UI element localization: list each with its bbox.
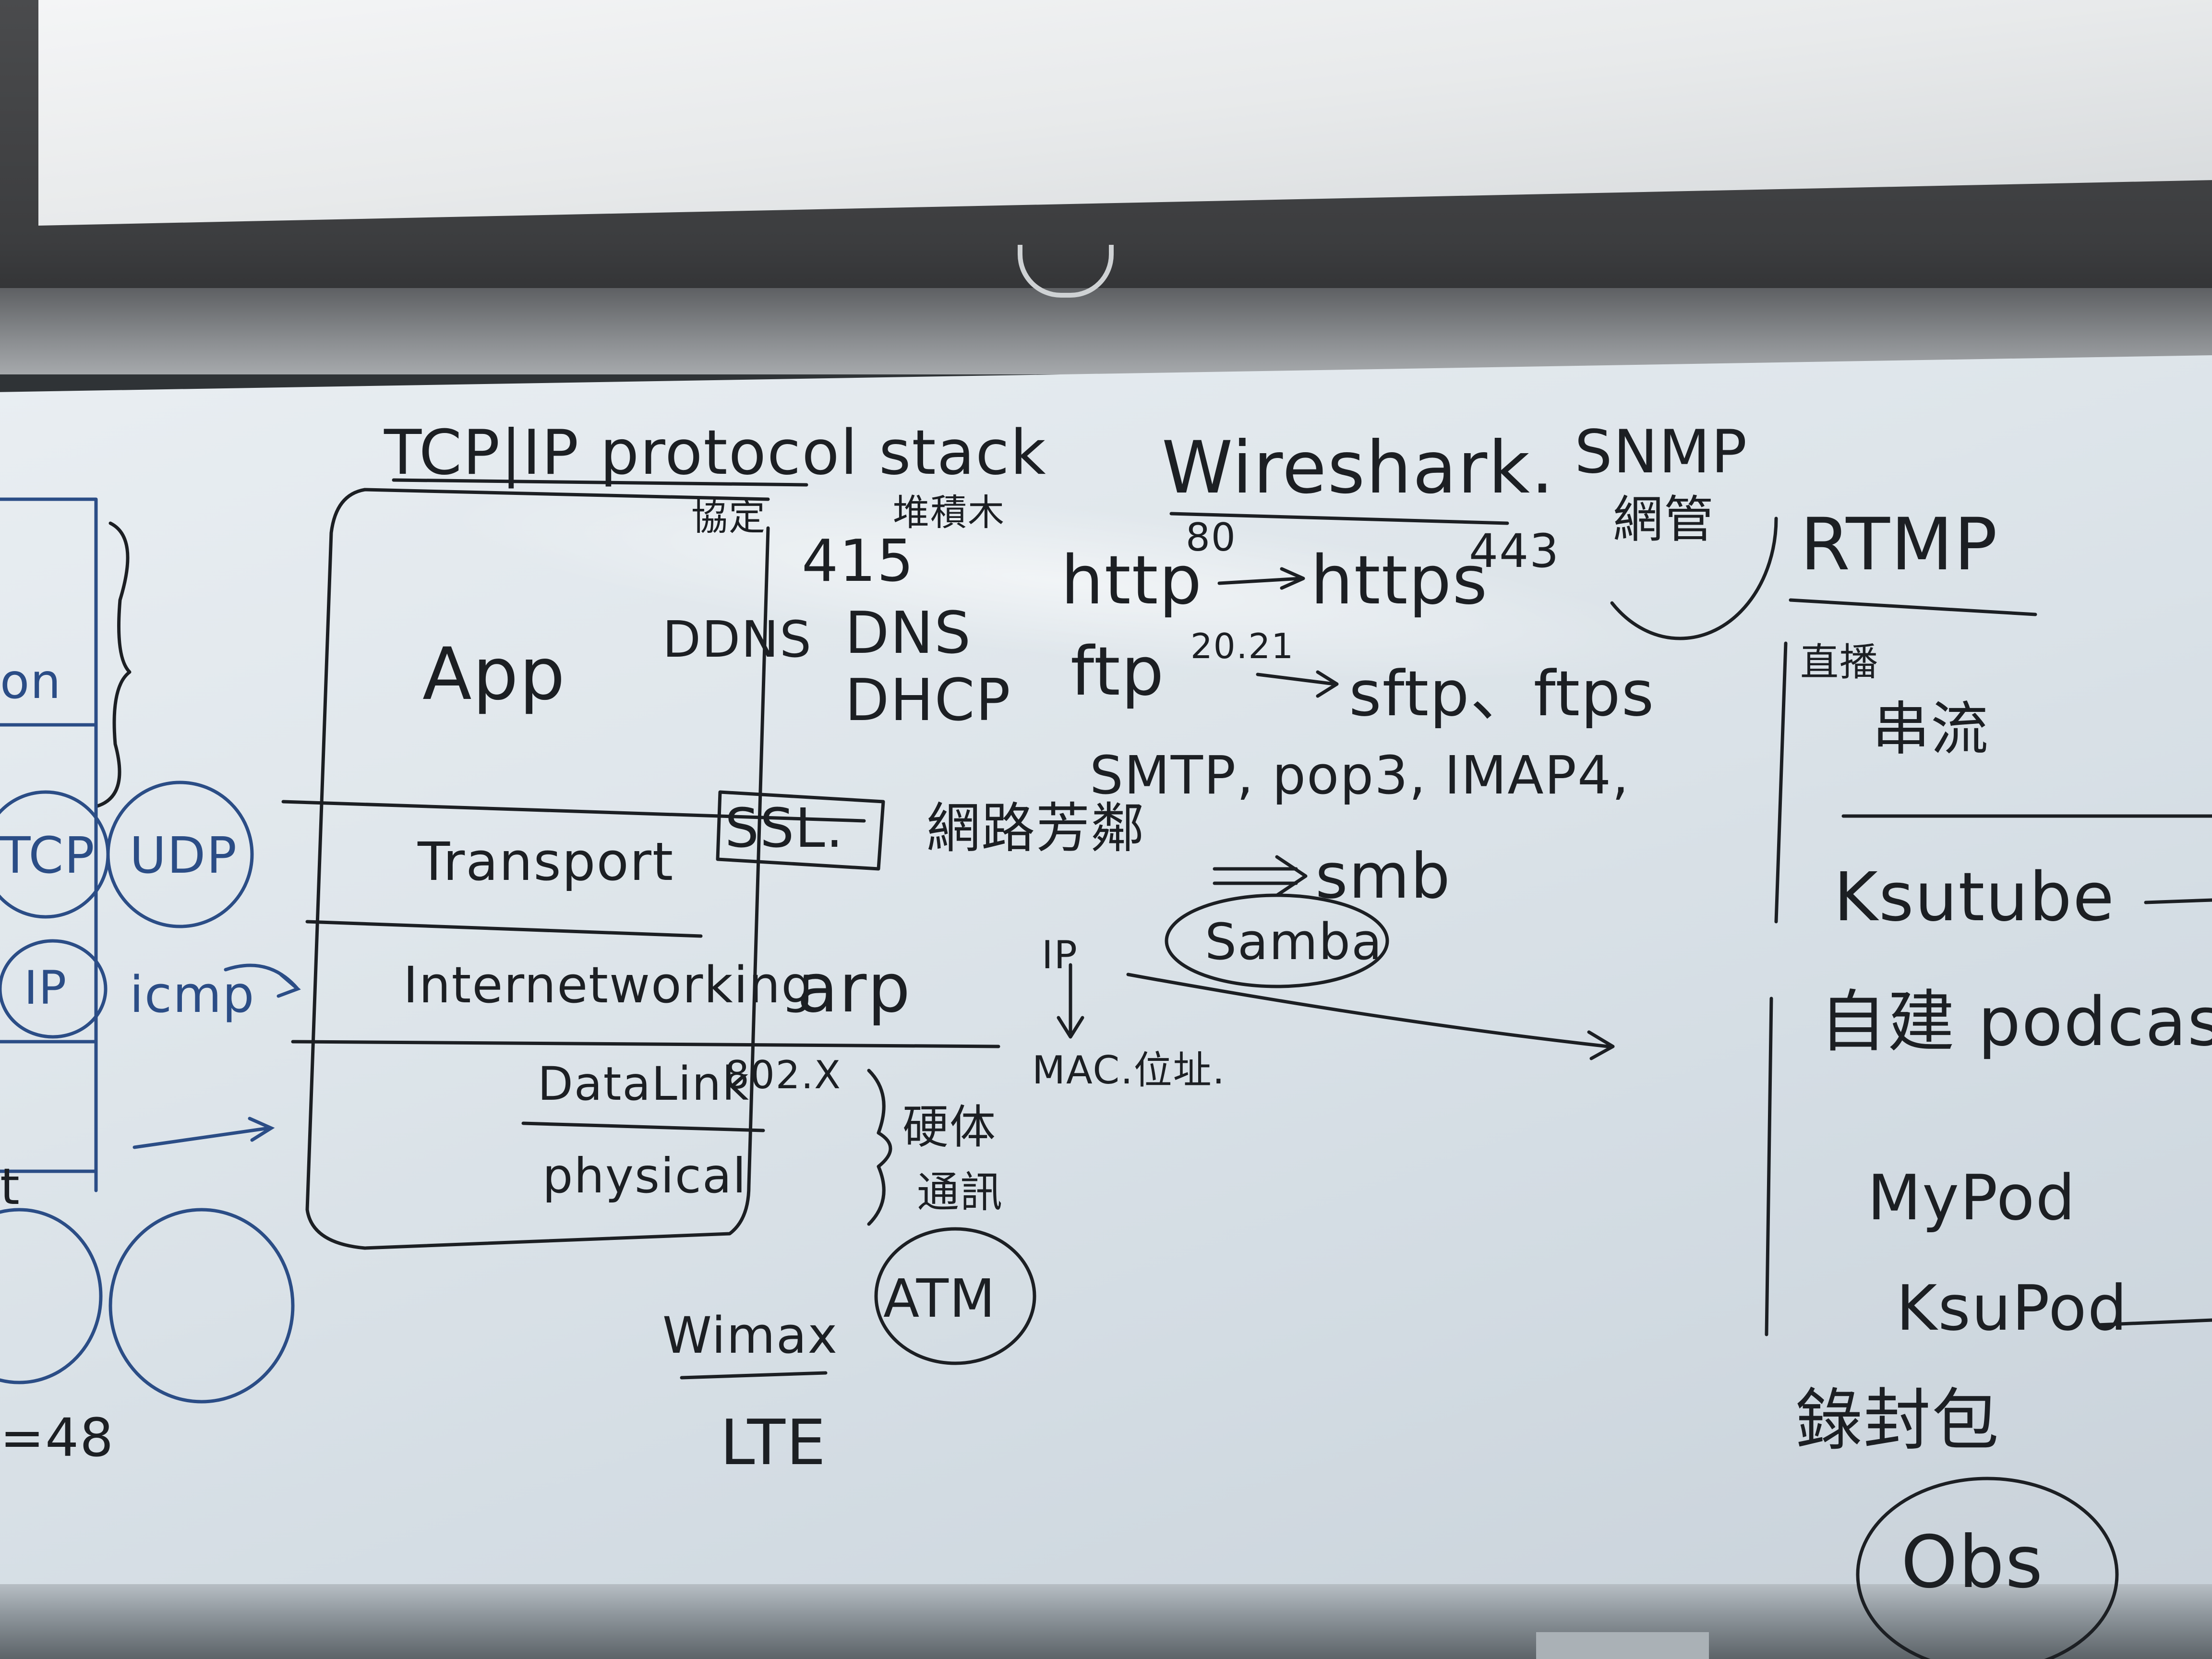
- right-divider-1: [1774, 641, 1788, 924]
- layer-app: App: [422, 633, 566, 716]
- ip-label: IP: [1042, 933, 1078, 977]
- obs-circle: [1856, 1477, 2119, 1659]
- wimax-label: Wimax: [662, 1306, 839, 1365]
- live-label: 直播: [1800, 640, 1879, 685]
- left-tcp: TCP: [0, 826, 96, 885]
- left-udp: UDP: [130, 826, 238, 885]
- ieee-8023: 802.X: [725, 1053, 842, 1097]
- mypod-label: MyPod: [1867, 1161, 2076, 1234]
- left-arrow-icmp: [224, 963, 301, 998]
- dns-label: DNS: [845, 600, 972, 667]
- wimax-underline: [680, 1371, 828, 1380]
- smb-label: smb: [1315, 840, 1451, 913]
- left-on-text: on: [0, 653, 62, 709]
- dhcp-label: DHCP: [845, 667, 1011, 734]
- marker-tray: [0, 1584, 2212, 1659]
- left-t: t: [0, 1157, 21, 1216]
- stack-divider-app: [281, 800, 866, 823]
- left-eq48: =48: [0, 1407, 115, 1468]
- http-label: http: [1061, 541, 1203, 620]
- rtmp-label: RTMP: [1800, 503, 1998, 587]
- wall-strip: [0, 288, 2212, 374]
- sftp-label: sftp、ftps: [1349, 657, 1655, 730]
- ksupod-label: KsuPod: [1896, 1272, 2128, 1345]
- left-circle-2: [108, 1208, 295, 1404]
- obs-label: Obs: [1901, 1521, 2044, 1604]
- arp-label: arp: [797, 950, 912, 1028]
- number-415: 415: [802, 528, 915, 595]
- layer-transport: Transport: [418, 831, 674, 892]
- ftp-ports: 20.21: [1190, 626, 1295, 666]
- smb-double-arrow: [1213, 855, 1308, 897]
- wireshark-label: Wireshark.: [1162, 426, 1555, 510]
- stack-top-line: [363, 488, 770, 501]
- communication-label: 通訊: [917, 1167, 1004, 1217]
- https-label: https: [1310, 541, 1489, 620]
- ssl-label: SSL.: [725, 797, 844, 860]
- ip-long-arrow: [1126, 973, 1615, 1060]
- title-underline: [392, 478, 808, 487]
- lte-label: LTE: [720, 1406, 827, 1479]
- http-arrow: [1217, 567, 1305, 590]
- left-ip: IP: [24, 961, 68, 1015]
- layer-internetworking: Internetworking: [403, 956, 814, 1014]
- network-neighborhood: 網路芳鄰: [926, 797, 1145, 860]
- stack-divider-internet: [291, 1040, 1000, 1048]
- wireshark-underline: [1169, 512, 1509, 525]
- hardware-label: 硬体: [902, 1100, 997, 1154]
- rtmp-underline: [1789, 598, 2037, 616]
- ftp-arrow: [1256, 670, 1339, 698]
- port-443: 443: [1469, 524, 1560, 578]
- udp-circle: [106, 781, 254, 928]
- ip-circle: [0, 939, 108, 1039]
- left-icmp: icmp: [130, 965, 255, 1024]
- hardware-brace: [867, 1069, 892, 1226]
- ddns-label: DDNS: [662, 610, 812, 669]
- left-arrow-lower: [132, 1117, 275, 1149]
- snmp-paren-ring: [1582, 397, 1778, 640]
- ksupod-line: [2096, 1318, 2212, 1327]
- stack-box-outline: [305, 488, 770, 1250]
- left-circle-1: [0, 1208, 103, 1384]
- record-packets-label: 錄封包: [1795, 1382, 2000, 1460]
- stack-divider-datalink: [521, 1121, 765, 1132]
- left-table-lines: [0, 497, 98, 1192]
- ksutube-label: Ksutube: [1834, 858, 2116, 937]
- tray-clip: [1536, 1632, 1709, 1659]
- stack-divider-transport: [305, 920, 703, 938]
- podcast-label: 自建 podcast: [1819, 983, 2212, 1061]
- samba-label: Samba: [1205, 913, 1383, 971]
- mac-address: MAC.位址.: [1032, 1048, 1226, 1093]
- left-brace: [94, 521, 132, 808]
- ssl-box: [716, 790, 885, 871]
- ip-down-arrow: [1057, 963, 1084, 1039]
- snmp-cjk-label: 網管: [1613, 490, 1715, 549]
- atm-circle: [874, 1227, 1036, 1365]
- ksutube-line: [2144, 898, 2212, 904]
- atm-label: ATM: [883, 1268, 996, 1329]
- samba-ellipse: [1165, 893, 1389, 988]
- stack-title: TCP|IP protocol stack: [384, 417, 1047, 489]
- snmp-label: SNMP: [1575, 418, 1748, 487]
- layer-datalink: DataLink: [538, 1057, 750, 1111]
- layer-physical: physical: [542, 1148, 747, 1204]
- stream-label: 串流: [1872, 696, 1989, 763]
- mail-protocols: SMTP, pop3, IMAP4,: [1090, 745, 1630, 806]
- ftp-label: ftp: [1070, 633, 1165, 711]
- title-cjk-stack: 堆積木: [893, 491, 1005, 534]
- title-cjk-protocol: 協定: [691, 496, 766, 539]
- port-80: 80: [1186, 515, 1237, 560]
- right-divider-2: [1765, 997, 1773, 1336]
